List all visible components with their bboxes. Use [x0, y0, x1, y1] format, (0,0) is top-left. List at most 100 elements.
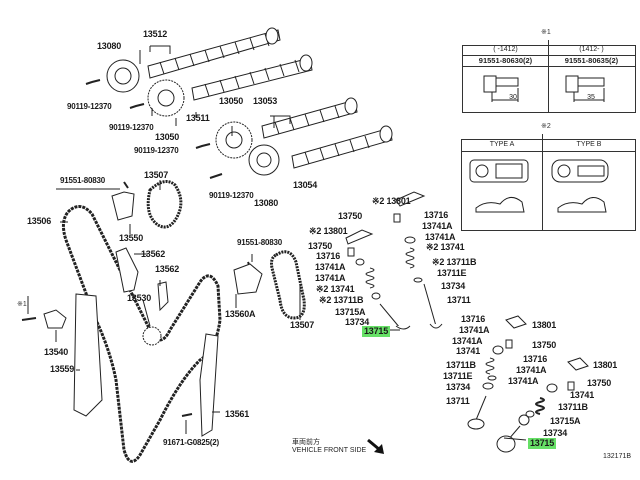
part-label-13711[interactable]: 13711: [447, 295, 471, 305]
slipper-13559: [73, 293, 103, 417]
part-label-13801[interactable]: ※2 13801: [372, 196, 411, 206]
part-label-13711B[interactable]: 13711B: [558, 402, 588, 412]
part-label-13711E[interactable]: 13711E: [437, 268, 467, 278]
part-label-13750[interactable]: 13750: [532, 340, 557, 350]
ref-mark-1: ※1: [17, 301, 27, 308]
part-label-13540[interactable]: 13540: [44, 347, 69, 357]
tensioner-13540: [43, 309, 67, 329]
bolt-variant-table: ( -1412) (1412- ) 91551-80630(2) 91551-8…: [462, 40, 636, 113]
part-label-13741A[interactable]: 13741A: [516, 365, 547, 375]
part-label-13801[interactable]: 13801: [593, 360, 618, 370]
part-label-13734[interactable]: 13734: [543, 428, 568, 438]
direction-note-jp: 車両前方: [292, 439, 320, 446]
part-label-13053[interactable]: 13053: [253, 96, 278, 106]
table2-type-a-header: TYPE A: [489, 141, 515, 148]
part-label-13559[interactable]: 13559: [50, 364, 75, 374]
part-label-13741[interactable]: ※2 13741: [316, 284, 355, 294]
part-label-13750[interactable]: 13750: [587, 378, 612, 388]
part-label-13734[interactable]: 13734: [441, 281, 466, 291]
part-label-13716[interactable]: 13716: [316, 251, 341, 261]
chain-13507-a: [146, 179, 183, 229]
part-label-13741A[interactable]: 13741A: [459, 325, 490, 335]
cam-sprocket-13050-a: [147, 79, 185, 117]
part-label-13741A[interactable]: 13741A: [425, 232, 456, 242]
direction-note-en: VEHICLE FRONT SIDE: [292, 447, 367, 454]
part-label-13741[interactable]: ※2 13741: [426, 242, 465, 252]
part-label-90119-12370[interactable]: 90119-12370: [67, 102, 112, 111]
part-label-13562[interactable]: 13562: [155, 264, 180, 274]
guide-13561: [199, 333, 219, 437]
part-label-13741A[interactable]: 13741A: [452, 336, 483, 346]
part-label-91551-80830[interactable]: 91551-80830: [60, 176, 105, 185]
part-label-13530[interactable]: 13530: [127, 293, 152, 303]
part-label-13711[interactable]: 13711: [446, 396, 470, 406]
tensioner-13560A: [233, 263, 263, 295]
part-label-13801[interactable]: 13801: [532, 320, 557, 330]
part-label-13511[interactable]: 13511: [186, 113, 210, 123]
part-label-91551-80830[interactable]: 91551-80830: [237, 238, 282, 247]
part-label-13711B[interactable]: ※2 13711B: [319, 295, 364, 305]
part-label-13715A[interactable]: 13715A: [550, 416, 581, 426]
part-label-13507[interactable]: 13507: [290, 320, 315, 330]
part-label-13560A[interactable]: 13560A: [225, 309, 256, 319]
damper-13550: [111, 191, 135, 221]
table2-type-b-header: TYPE B: [576, 141, 602, 148]
part-label-13711E[interactable]: 13711E: [443, 371, 473, 381]
table1-col2-length: 35: [587, 94, 595, 101]
table1-col1-part[interactable]: 91551-80630(2): [478, 56, 533, 65]
part-label-13750[interactable]: 13750: [338, 211, 363, 221]
camshaft-4: [291, 125, 393, 169]
table1-col2-part[interactable]: 91551-80635(2): [564, 56, 619, 65]
part-label-13512[interactable]: 13512: [143, 29, 168, 39]
part-label-13050[interactable]: 13050: [219, 96, 244, 106]
vvt-gear-13080-b: [248, 144, 280, 176]
rocker-type-table: TYPE A TYPE B: [461, 134, 636, 231]
part-label-13741[interactable]: 13741: [456, 346, 481, 356]
table1-col2-range: (1412- ): [579, 46, 604, 53]
part-label-13711B[interactable]: 13711B: [446, 360, 476, 370]
guide-13562-b: [157, 281, 169, 312]
part-label-13711B[interactable]: ※2 13711B: [432, 257, 477, 267]
part-label-13561[interactable]: 13561: [225, 409, 250, 419]
camshaft-2: [191, 54, 313, 101]
part-label-13741A[interactable]: 13741A: [315, 262, 346, 272]
part-label-13741A[interactable]: 13741A: [508, 376, 539, 386]
crank-sprocket-13530: [142, 326, 162, 346]
figure-id: 132171B: [603, 453, 632, 460]
part-label-13741A[interactable]: 13741A: [422, 221, 453, 231]
part-label-13506[interactable]: 13506: [27, 216, 52, 226]
vehicle-front-arrow: [367, 438, 384, 454]
part-label-13741[interactable]: 13741: [570, 390, 595, 400]
part-label-13741A[interactable]: 13741A: [315, 273, 346, 283]
part-label-13716[interactable]: 13716: [523, 354, 548, 364]
part-label-13550[interactable]: 13550: [119, 233, 144, 243]
part-label-13054[interactable]: 13054: [293, 180, 318, 190]
part-label-13715-highlighted[interactable]: 13715: [362, 326, 391, 337]
part-label-13080[interactable]: 13080: [254, 198, 279, 208]
part-label-13715-highlighted[interactable]: 13715: [528, 438, 557, 449]
part-label-13507[interactable]: 13507: [144, 170, 169, 180]
part-label-13562[interactable]: 13562: [141, 249, 166, 259]
camshaft-1: [147, 27, 281, 79]
part-label-13801[interactable]: ※2 13801: [309, 226, 348, 236]
part-label-90119-12370[interactable]: 90119-12370: [209, 191, 254, 200]
table1-col1-length: 30: [509, 94, 517, 101]
part-label-13080[interactable]: 13080: [97, 41, 122, 51]
part-label-90119-12370[interactable]: 90119-12370: [109, 123, 154, 132]
part-label-13716[interactable]: 13716: [461, 314, 486, 324]
part-label-91671-G0825[interactable]: 91671-G0825(2): [163, 438, 219, 447]
table2-ref-mark: ※2: [541, 123, 551, 130]
cam-sprocket-13050-b: [215, 121, 253, 159]
part-label-13715A[interactable]: 13715A: [335, 307, 366, 317]
part-label-13716[interactable]: 13716: [424, 210, 449, 220]
chain-13507-b: [270, 250, 306, 320]
part-label-13750[interactable]: 13750: [308, 241, 333, 251]
part-label-13050[interactable]: 13050: [155, 132, 180, 142]
guide-13562-a: [115, 247, 139, 293]
part-label-13734[interactable]: 13734: [446, 382, 471, 392]
table1-ref-mark: ※1: [541, 29, 551, 36]
part-label-13734[interactable]: 13734: [345, 317, 370, 327]
part-label-90119-12370[interactable]: 90119-12370: [134, 146, 179, 155]
